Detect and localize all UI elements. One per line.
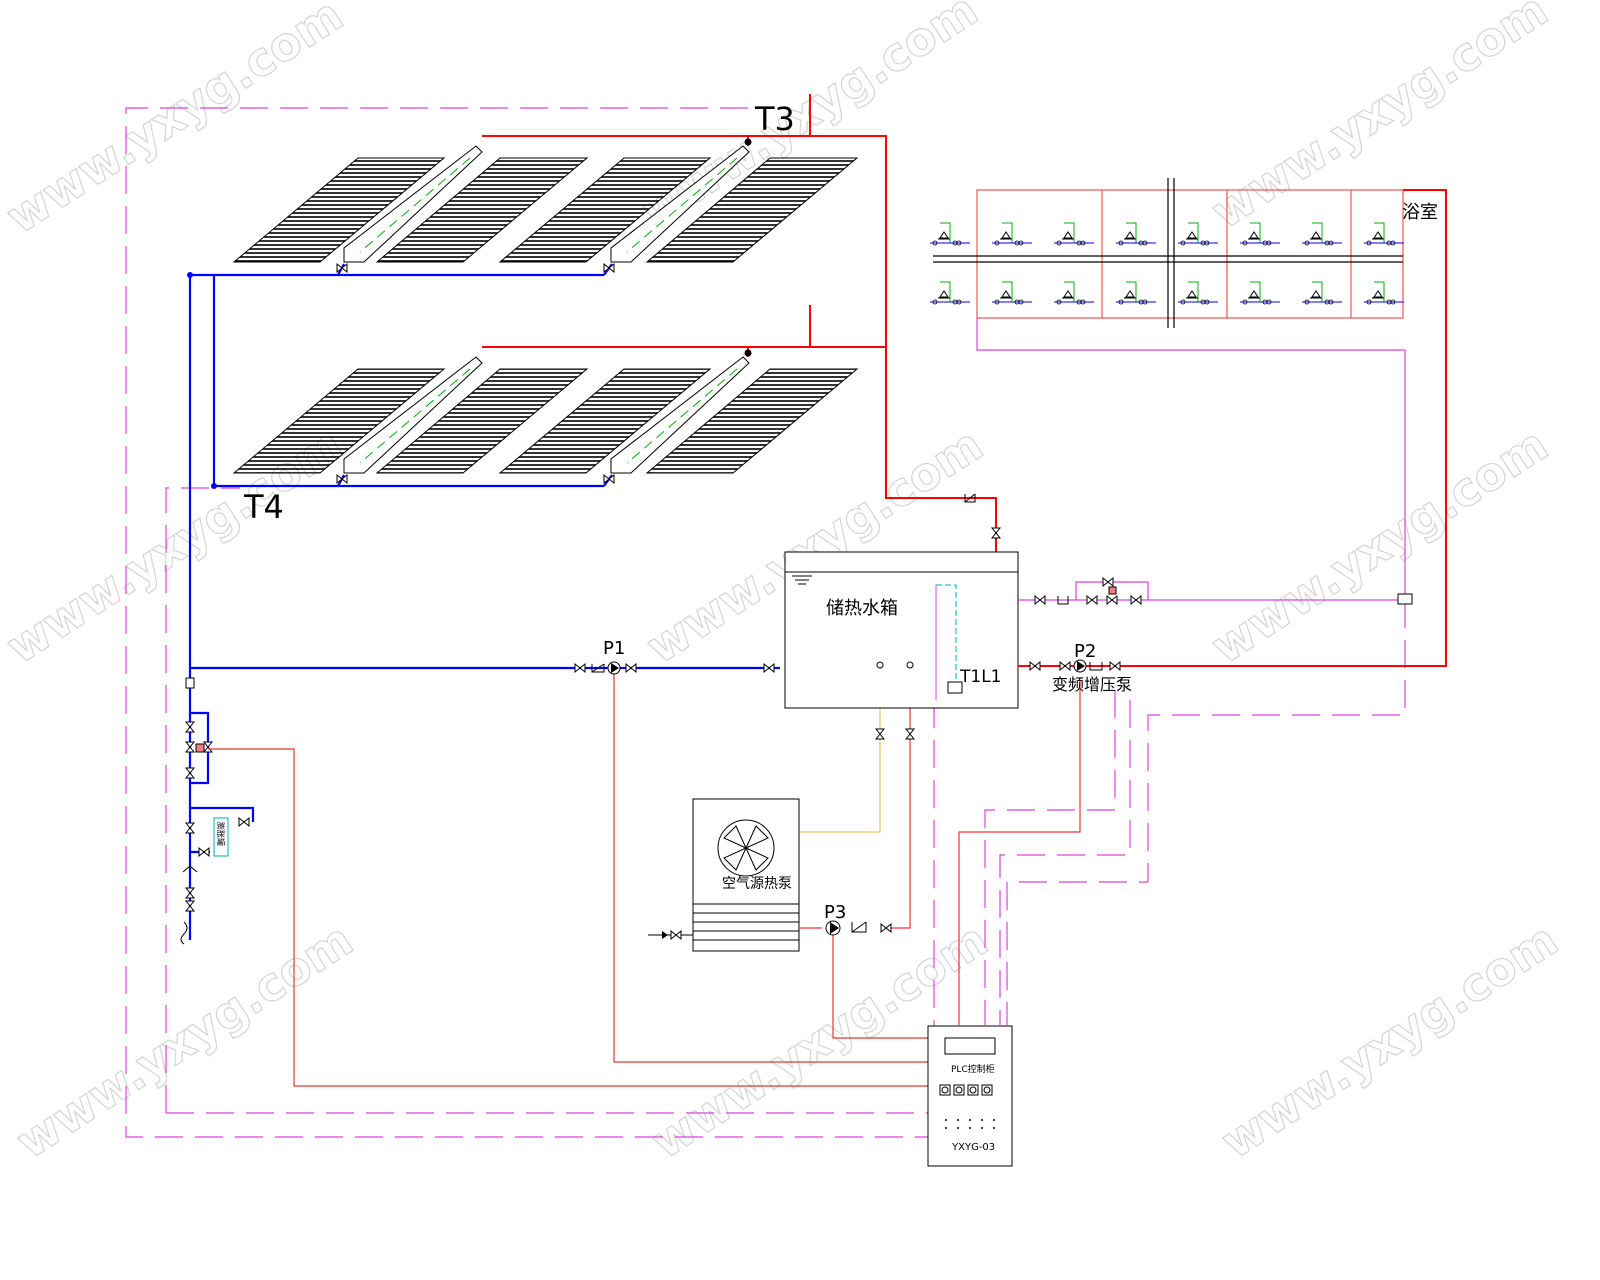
heat-pump-supply-line: [799, 665, 881, 833]
level-sensor-probe: [936, 584, 957, 682]
bathroom-label: 浴室: [1402, 202, 1438, 223]
return-temperature-sensor: [1397, 593, 1413, 605]
tank-inlet-valves: [964, 493, 1001, 539]
p3-pump: P3: [824, 902, 892, 936]
collector-panel: [645, 368, 859, 474]
return-loop: [976, 318, 1413, 605]
plc-indicators: [939, 1084, 993, 1096]
plc-display: [944, 1037, 996, 1055]
air-source-heat-pump: 空气源热泵: [648, 798, 800, 952]
p2-booster-pump: P2 变频增压泵: [1018, 641, 1132, 694]
inlet-valve-column: 膨胀罐: [180, 677, 250, 945]
tank-label: 储热水箱: [826, 598, 898, 619]
solar-collector-array-bottom: [232, 356, 859, 474]
plc-buttons: [945, 1119, 995, 1129]
level-sensor-label: T1L1: [959, 667, 1002, 687]
storage-tank: 储热水箱 T1L1: [784, 551, 1019, 740]
collector-panel: [498, 157, 712, 263]
watermark-9: www.yxyg.com: [1212, 912, 1568, 1169]
collector-panel: [232, 157, 446, 263]
p3-label: P3: [824, 902, 846, 923]
level-sensor: [947, 681, 963, 694]
booster-pump-label: 变频增压泵: [1052, 675, 1132, 694]
collector-panel: [498, 368, 712, 474]
sensor-point: [744, 349, 752, 357]
collector-panel: [645, 157, 859, 263]
plc-model: YXYG-03: [951, 1142, 995, 1153]
control-wiring: [208, 665, 1081, 1087]
air-heat-pump-label: 空气源热泵: [722, 876, 792, 892]
collector-header: [610, 356, 750, 474]
collector-panel: [232, 368, 446, 474]
hot-water-piping: [482, 94, 1447, 667]
p1-pump: P1: [574, 638, 775, 675]
collector-header: [610, 145, 750, 263]
t3-label: T3: [754, 100, 795, 138]
signal-boundary: [125, 107, 1406, 1138]
collector-panel: [375, 157, 589, 263]
electric-valve: [195, 743, 205, 753]
bathroom-shower-grid: 浴室: [929, 178, 1438, 328]
plc-title: PLC控制柜: [951, 1063, 995, 1075]
expansion-tank: [213, 817, 229, 857]
collector-panel: [375, 368, 589, 474]
t4-label: T4: [243, 488, 284, 526]
watermark-3: www.yxyg.com: [1202, 0, 1558, 239]
t3-sensor-point: [744, 138, 752, 146]
p1-label: P1: [603, 638, 625, 659]
expansion-tank-label: 膨胀罐: [216, 822, 226, 846]
watermark-7: www.yxyg.com: [7, 912, 363, 1169]
watermark-6: www.yxyg.com: [1202, 417, 1558, 674]
collector-header: [343, 356, 483, 474]
solar-collector-array-top: [232, 145, 859, 263]
plc-control-cabinet: PLC控制柜 YXYG-03: [927, 1025, 1013, 1167]
collector-header: [343, 145, 483, 263]
p2-label: P2: [1074, 641, 1096, 662]
